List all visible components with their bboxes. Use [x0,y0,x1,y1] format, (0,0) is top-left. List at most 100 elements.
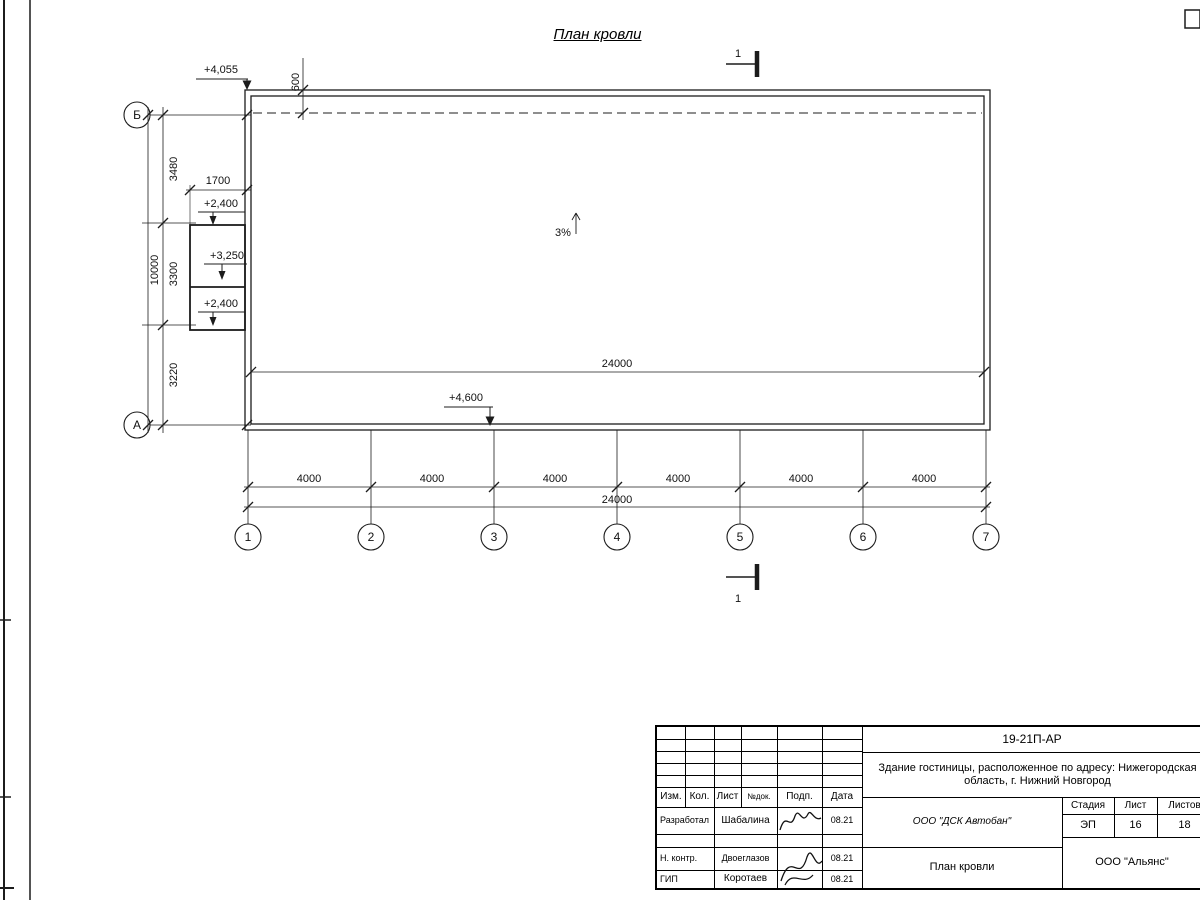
canopy-dimension: 1700 [184,175,253,225]
elev-canopy-bottom: +2,400 [204,298,238,310]
section-label-bottom: 1 [735,593,741,605]
tick [488,481,500,493]
inner-width-dimension: 24000 [245,358,990,378]
axis-label-4: 4 [614,530,621,544]
contractor-name: ООО "ДСК Автобан" [912,816,1012,828]
dim-text-3300: 3300 [168,262,180,286]
tick [611,481,623,493]
sheet-header: Лист [1124,799,1147,811]
left-dimensions: 3480 3300 3220 10000 [142,107,253,433]
tick [184,184,196,196]
tb-line [1062,814,1200,815]
tick [980,501,992,513]
tb-line [657,870,862,871]
axis-label-2: 2 [368,530,375,544]
tick [297,84,309,96]
tick [242,481,254,493]
dim-text-3220: 3220 [168,363,180,387]
tb-line [657,775,862,776]
row-role: Разработал [660,815,709,826]
axis-label-1: 1 [245,530,252,544]
elev-roof-top: +4,055 [204,64,238,76]
sheet-name: План кровли [929,861,995,874]
tb-line [657,787,862,788]
tb-line [1062,797,1063,888]
tb-line [1157,797,1158,837]
slope-annotation: 3% [555,212,581,239]
canopy [189,224,246,331]
tb-line [657,807,862,808]
sheet-number: 16 [1129,819,1142,832]
axis-bubble [123,101,151,129]
tb-line [862,727,863,888]
tick [241,109,253,121]
axis-bubble [480,523,508,551]
col-header-izm: Изм. [660,791,682,803]
row-date: 08.21 [830,853,854,864]
roof-outline [244,89,991,431]
axis-bubble [357,523,385,551]
tb-line [657,751,862,752]
dim-text-600: 600 [290,73,302,91]
elev-canopy-top: +2,400 [204,198,238,210]
tb-line [862,797,1200,798]
row-axes: Б А [123,101,251,439]
dim-text-3480: 3480 [168,157,180,181]
dim-text-24000-bottom: 24000 [602,494,633,506]
down-arrow-icon [209,216,217,225]
row-name: Двоеглазов [721,853,770,864]
tb-line [657,763,862,764]
axis-label-3: 3 [491,530,498,544]
down-arrow-icon [485,416,495,426]
tick [297,107,309,119]
stage-value: ЭП [1080,819,1096,832]
row-role: ГИП [660,873,678,884]
tick [157,109,169,121]
bottom-dimensions: 4000 4000 4000 4000 4000 4000 24000 [242,473,992,513]
col-header-kol: Кол. [689,791,710,803]
roof-inner-rect [250,95,985,425]
row-date: 08.21 [830,873,854,884]
down-arrow-icon [209,317,217,326]
section-mark-top: 1 [726,48,760,77]
doc-number: 19-21П-АР [1002,731,1062,746]
tick [157,217,169,229]
tick [142,419,154,431]
tick [980,481,992,493]
down-arrow-icon [242,80,252,90]
tb-line [741,727,742,807]
col-header-ndok: №док. [747,792,771,802]
row-date: 08.21 [830,815,854,826]
col-header-list: Лист [716,791,739,803]
axis-bubble [234,523,262,551]
signature-dvoeglazov-korotaev [775,845,825,894]
col-header-podp: Подп. [786,791,813,803]
axis-bubble [849,523,877,551]
slope-arrow-head [575,212,581,221]
drawing-title: План кровли [553,26,642,43]
slope-label: 3% [555,227,571,239]
tb-line [1114,797,1115,837]
elev-roof-bottom: +4,600 [449,392,483,404]
client-name: ООО "Альянс" [1095,856,1169,869]
project-name: Здание гостиницы, расположенное по адрес… [878,761,1197,787]
frame-corner-box [1184,9,1200,29]
canopy-rect [189,224,246,331]
roof-outer-rect [244,89,991,431]
row-name: Коротаев [723,873,768,885]
tick [241,184,253,196]
tick [734,481,746,493]
elevation-marks: +4,055 +2,400 +3,250 +2,400 +4,600 [196,64,495,426]
title-block: 19-21П-АР Здание гостиницы, расположенно… [655,725,1200,890]
tb-line [657,847,1062,848]
dim-text-4000: 4000 [666,473,690,485]
tick [241,419,253,431]
dim-text-10000: 10000 [149,255,161,286]
sheets-total: 18 [1178,819,1191,832]
axis-label-7: 7 [983,530,990,544]
col-header-data: Дата [830,791,854,803]
dim-text-4000: 4000 [789,473,813,485]
axis-label-b: Б [133,108,141,122]
